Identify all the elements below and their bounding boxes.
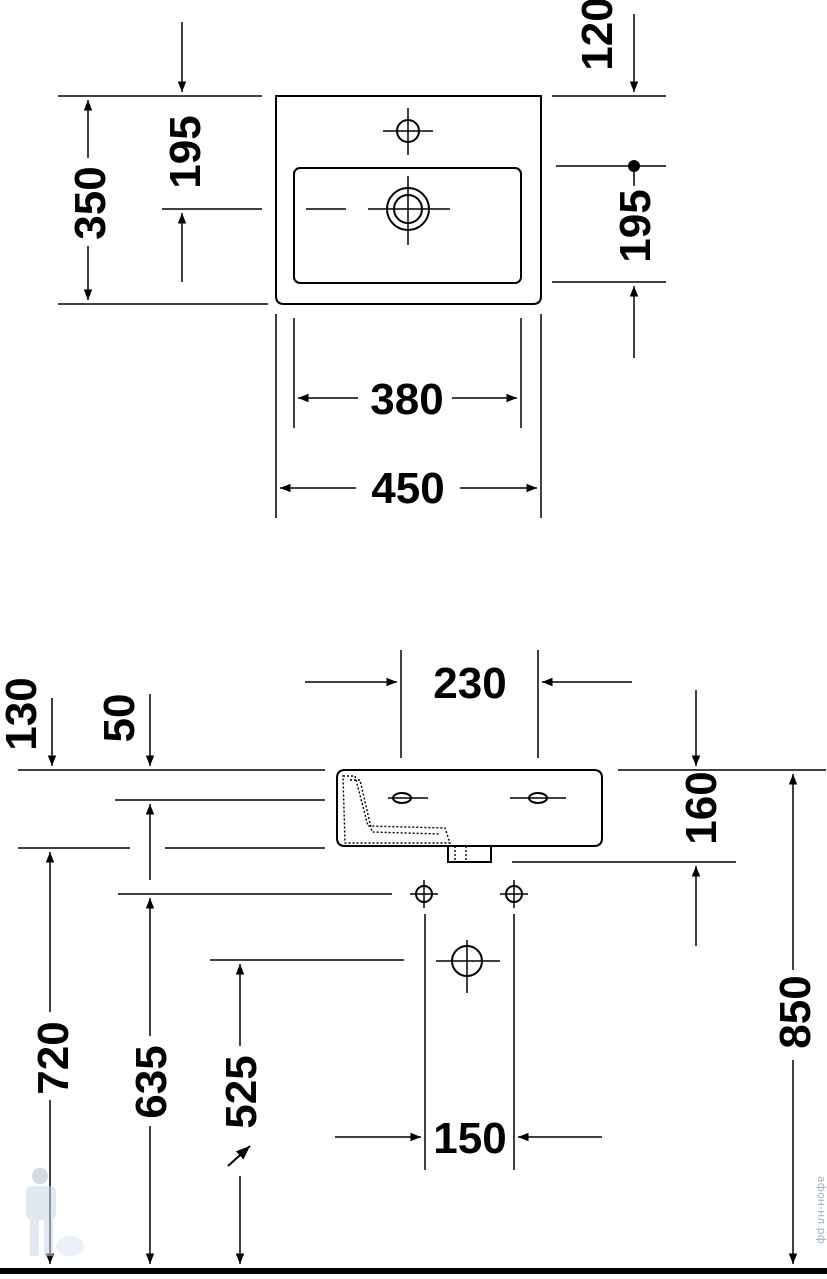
dim-525: 525 <box>217 1055 266 1128</box>
basin-side-outline <box>336 769 603 847</box>
dim-450: 450 <box>371 464 444 513</box>
plumber-logo-icon <box>26 1168 84 1256</box>
tap-hole-icon <box>383 108 433 155</box>
top-view: 350 195 120 195 380 450 <box>58 0 666 518</box>
dim-150: 150 <box>433 1114 506 1163</box>
hole-left-icon <box>388 792 428 804</box>
dim-120: 120 <box>573 0 622 71</box>
dim-850: 850 <box>771 975 820 1048</box>
dim-195-right: 195 <box>611 189 660 262</box>
dim-50: 50 <box>95 694 144 743</box>
supply-valve-left-icon <box>410 880 438 908</box>
dim-380: 380 <box>370 375 443 424</box>
note-arrow-icon <box>227 1145 251 1167</box>
basin-outline <box>275 95 542 305</box>
dim-130: 130 <box>0 677 46 750</box>
side-view: 230 130 50 160 850 720 635 <box>0 650 827 1274</box>
dim-230: 230 <box>433 659 506 708</box>
dim-720: 720 <box>29 1021 78 1094</box>
dim-635: 635 <box>127 1045 176 1118</box>
hole-right-icon <box>510 792 566 804</box>
dim-350: 350 <box>66 166 115 239</box>
drain-wall-icon <box>436 940 500 993</box>
basin-inner-profile <box>342 775 451 844</box>
supply-valve-right-icon <box>500 880 528 908</box>
bowl-outline <box>293 167 522 284</box>
reference-dot <box>628 160 640 172</box>
drain-icon <box>306 176 450 245</box>
watermark: афон-нл.рф <box>26 1168 827 1256</box>
dim-195-left: 195 <box>161 115 210 188</box>
dim-160: 160 <box>677 771 726 844</box>
waste-outlet <box>447 845 492 863</box>
floor-line <box>0 1268 827 1274</box>
watermark-text: афон-нл.рф <box>815 1176 827 1244</box>
